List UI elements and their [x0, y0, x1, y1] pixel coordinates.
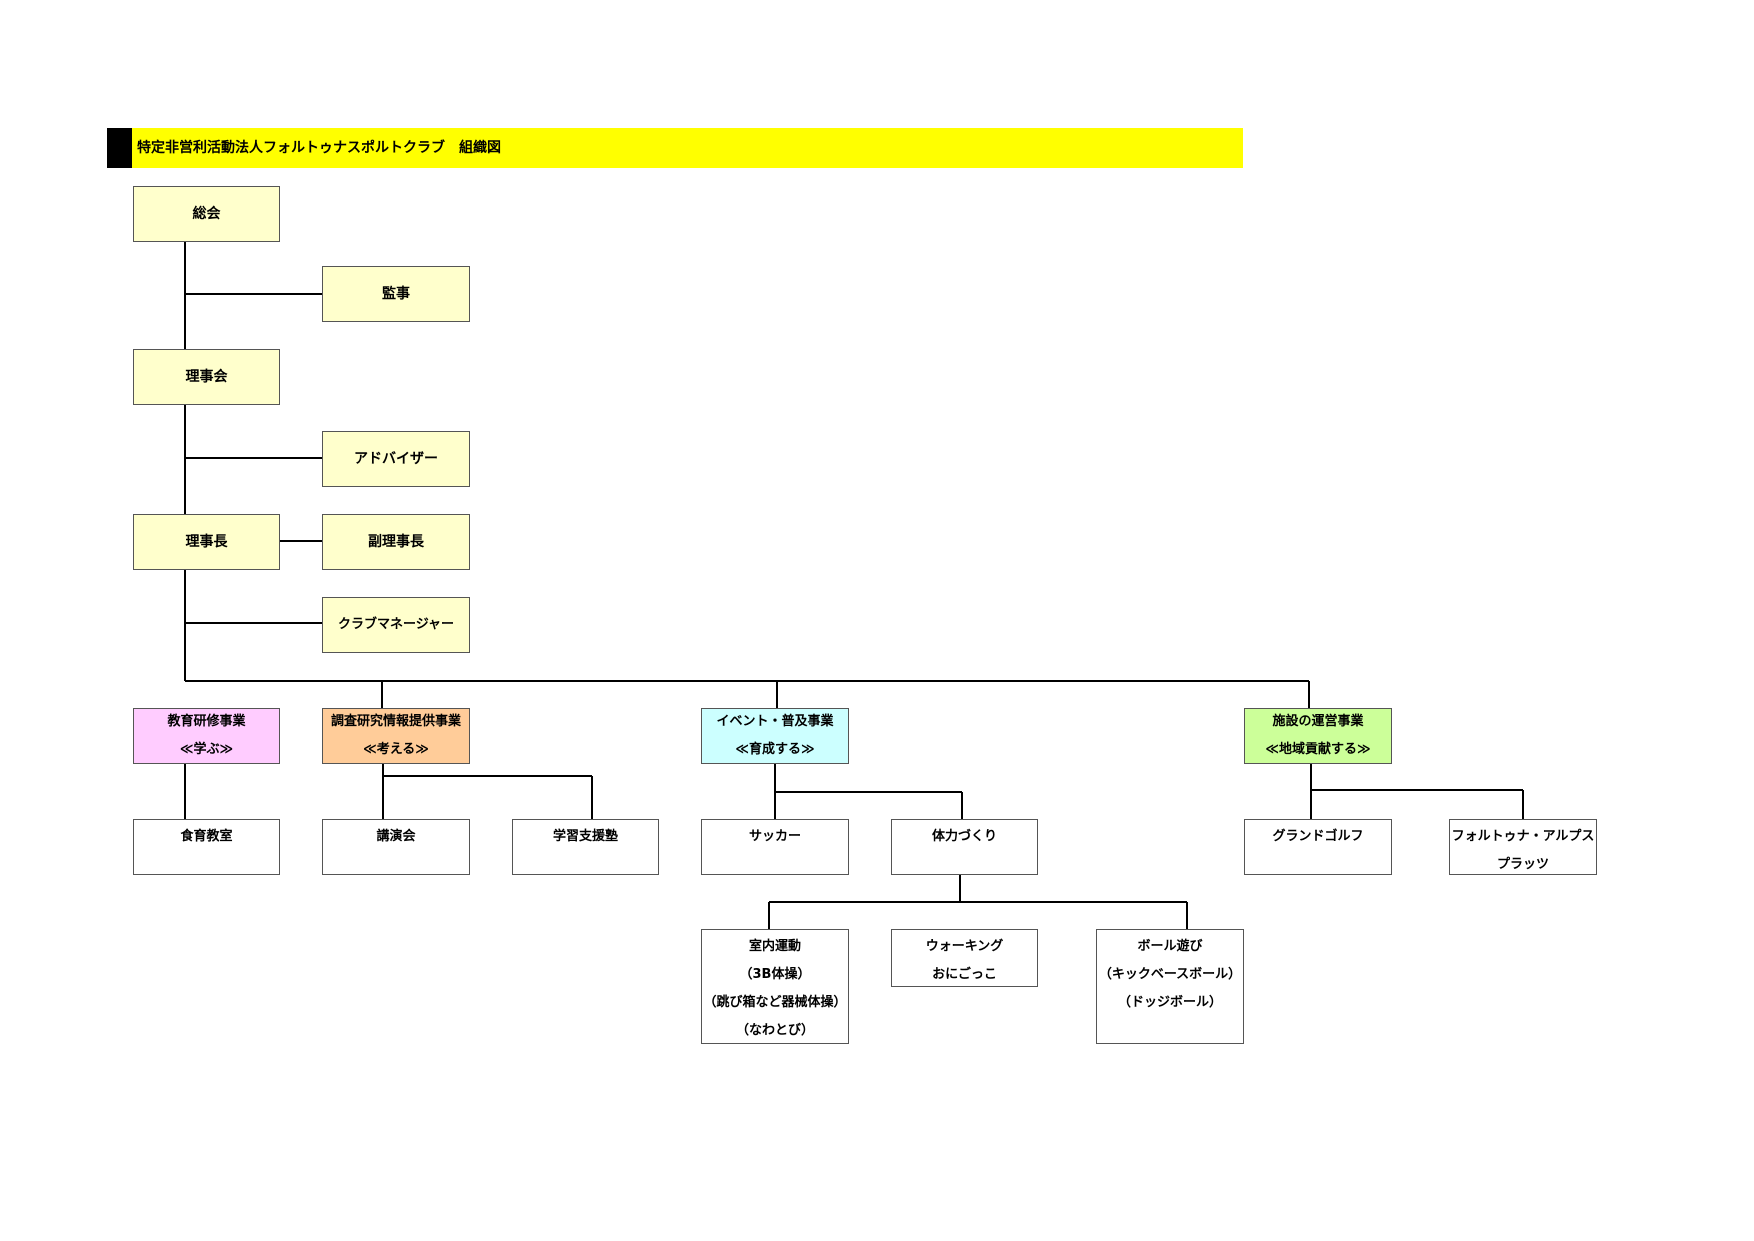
- box-label: グランドゴルフ: [1272, 829, 1364, 844]
- division-motto: ≪考える≫: [363, 742, 429, 757]
- division-name: 施設の運営事業: [1272, 714, 1364, 729]
- box-label: 総会: [192, 206, 221, 222]
- box-walking-tag: ウォーキング おにごっこ: [891, 929, 1038, 987]
- box-label: 学習支援塾: [552, 829, 618, 844]
- box-label: サッカー: [748, 829, 801, 844]
- page-title: 特定非営利活動法人フォルトゥナスポルトクラブ 組織図: [137, 140, 501, 156]
- box-label-line3: （ドッジボール）: [1117, 995, 1222, 1010]
- division-motto: ≪地域貢献する≫: [1265, 742, 1371, 757]
- box-label-line2: （3B体操）: [739, 967, 811, 982]
- division-motto: ≪学ぶ≫: [179, 742, 234, 757]
- box-label: 講演会: [376, 829, 416, 844]
- box-division-event: イベント・普及事業 ≪育成する≫: [701, 708, 849, 764]
- title-marker: [107, 128, 132, 168]
- box-chairman: 理事長: [133, 514, 280, 570]
- box-label: 理事長: [185, 534, 228, 550]
- box-lecture: 講演会: [322, 819, 470, 875]
- division-motto: ≪育成する≫: [735, 742, 815, 757]
- title-bar: 特定非営利活動法人フォルトゥナスポルトクラブ 組織図: [107, 128, 1243, 168]
- box-vice-chairman: 副理事長: [322, 514, 470, 570]
- division-name: 教育研修事業: [167, 714, 246, 729]
- box-label-line1: ボール遊び: [1137, 939, 1203, 954]
- box-division-research: 調査研究情報提供事業 ≪考える≫: [322, 708, 470, 764]
- box-label-line2: おにごっこ: [932, 967, 997, 982]
- box-division-facility: 施設の運営事業 ≪地域貢献する≫: [1244, 708, 1392, 764]
- box-ground-golf: グランドゴルフ: [1244, 819, 1392, 875]
- box-soccer: サッカー: [701, 819, 849, 875]
- box-label: 監事: [382, 286, 410, 302]
- box-division-education: 教育研修事業 ≪学ぶ≫: [133, 708, 280, 764]
- box-club-manager: クラブマネージャー: [322, 597, 470, 653]
- box-label-line2: プラッツ: [1496, 857, 1549, 872]
- box-label: 食育教室: [180, 829, 233, 844]
- division-name: イベント・普及事業: [716, 714, 834, 729]
- box-label-line4: （なわとび）: [735, 1023, 814, 1038]
- box-label: 体力づくり: [931, 829, 997, 844]
- box-label: 副理事長: [368, 534, 424, 550]
- box-study-school: 学習支援塾: [512, 819, 659, 875]
- box-fortuna-alps-platz: フォルトゥナ・アルプス プラッツ: [1449, 819, 1597, 875]
- box-label: クラブマネージャー: [337, 617, 455, 632]
- box-label-line1: 室内運動: [748, 939, 801, 954]
- box-general-meeting: 総会: [133, 186, 280, 242]
- box-board: 理事会: [133, 349, 280, 405]
- division-name: 調査研究情報提供事業: [330, 714, 461, 729]
- box-indoor-exercise: 室内運動 （3B体操） （跳び箱など器械体操） （なわとび）: [701, 929, 849, 1044]
- box-label-line2: （キックベースボール）: [1098, 967, 1242, 982]
- box-auditor: 監事: [322, 266, 470, 322]
- box-label-line1: フォルトゥナ・アルプス: [1451, 829, 1595, 844]
- box-advisor: アドバイザー: [322, 431, 470, 487]
- box-label: アドバイザー: [354, 451, 438, 467]
- box-label-line3: （跳び箱など器械体操）: [703, 995, 847, 1010]
- box-food-education: 食育教室: [133, 819, 280, 875]
- box-ball-games: ボール遊び （キックベースボール） （ドッジボール）: [1096, 929, 1244, 1044]
- box-fitness: 体力づくり: [891, 819, 1038, 875]
- box-label: 理事会: [185, 369, 228, 385]
- box-label-line1: ウォーキング: [925, 939, 1004, 954]
